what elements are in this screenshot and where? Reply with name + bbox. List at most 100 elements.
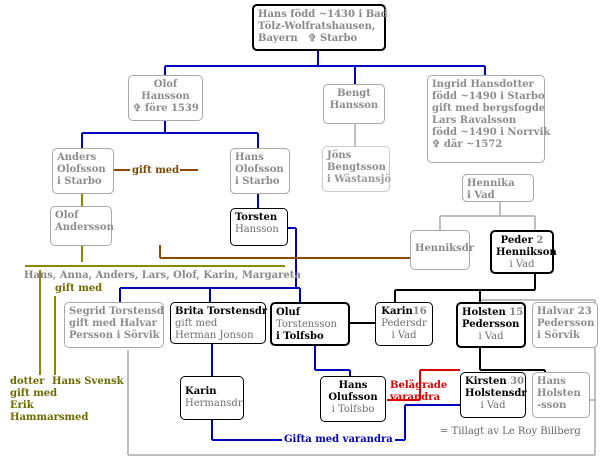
halvar-pedersson-box[interactable]: Halvar 23 Pedersson i Sörvik [532, 302, 598, 348]
peder-line3: i Vad [509, 259, 535, 270]
siblings-list: Hans, Anna, Anders, Lars, Olof, Karin, M… [24, 270, 301, 281]
hennika-line2: i Vad [467, 190, 495, 201]
dotter-line4: Hammarsmed [10, 412, 89, 423]
halvar23-line3: i Sörvik [537, 330, 580, 341]
ingrid-hansdotter-box[interactable]: Ingrid Hansdotter född ~1490 i Starbo gi… [427, 75, 551, 163]
anders-olofsson-box[interactable]: Anders Olofsson i Starbo [52, 148, 114, 194]
bengt-line2: Hansson [329, 100, 379, 111]
gift-med-label-2: gift med [55, 283, 103, 294]
karin16-line2: Pedersdr [381, 318, 427, 329]
kirsten30-number: 30 [510, 376, 525, 387]
dotter-line3: Erik [10, 400, 34, 411]
jons-line1: Jöns [327, 150, 352, 161]
kirsten30-line1: Kirsten [465, 376, 507, 387]
root-line1: Hans född ~1430 i Bad [258, 9, 388, 20]
peder-line2: Hennikson [496, 247, 557, 258]
dotter-line1: dotter [10, 376, 45, 387]
karin-pedersdr-box[interactable]: Karin16 Pedersdr i Vad [375, 302, 433, 346]
anders-line1: Anders [57, 152, 97, 163]
brita-line2: gift med [175, 318, 218, 329]
anders-line2: Olofsson [57, 164, 106, 175]
torsten-line1: Torsten [235, 212, 278, 223]
belagrade-line2: varandra [390, 392, 441, 403]
dotter-note: dotter gift med Erik Hammarsmed [10, 376, 88, 424]
olof-line2: Hansson [141, 91, 190, 102]
dotter-line2: gift med [10, 388, 58, 399]
hans2-line3: i Starbo [235, 176, 280, 187]
bengt-hansson-box[interactable]: Bengt Hansson [323, 84, 385, 124]
ingrid-line3: gift med bergsfogde [432, 103, 546, 114]
gift-med-label-1: gift med [132, 165, 180, 176]
halvar23-line1: Halvar [537, 306, 575, 317]
karinH-line2: Hermansdr [185, 398, 243, 409]
hansO-line2: Olufsson [328, 392, 378, 403]
ingrid-line6: ✞ där ~1572 [432, 139, 503, 150]
ingrid-line2: född ~1490 i Starbo [432, 91, 545, 102]
segrid-line1: Segrid Torstensd [69, 306, 164, 317]
kirsten30-line3: i Vad [480, 400, 506, 411]
olofA-line1: Olof [55, 210, 79, 221]
jons-line2: Bengtsson [327, 162, 386, 173]
root-line3: Bayern [258, 33, 298, 44]
brita-line3: Herman Jonson [175, 330, 254, 341]
hans-svensk-label: Hans Svensk [52, 376, 124, 387]
brita-line1: Brita Torstensdr [175, 306, 268, 317]
anders-line3: i Starbo [57, 176, 102, 187]
kirsten30-line2: Holstensdr [465, 388, 527, 399]
holsten15-line1: Holsten [462, 307, 506, 318]
tillagt-note: = Tillagt av Le Roy Billberg [440, 426, 581, 437]
karinH-line1: Karin [185, 386, 217, 397]
henniksdr-box[interactable]: Henniksdr [410, 230, 474, 270]
holsten15-line3: i Vad [478, 331, 504, 342]
hennika-line1: Hennika [467, 178, 515, 189]
hansH-line3: -sson [537, 400, 567, 411]
holsten15-line2: Pedersson [462, 319, 520, 330]
ingrid-line5: född ~1490 i Norrvik [432, 127, 551, 138]
torsten-hansson-box[interactable]: Torsten Hansson [230, 208, 288, 246]
torsten-line2: Hansson [235, 224, 279, 235]
belagrade-label: Belägrade varandra [390, 380, 447, 404]
peder-line1: Peder [500, 235, 533, 246]
jons-line3: i Wästansjö [327, 174, 392, 185]
olof-line3: ✞ före 1539 [133, 103, 199, 114]
segrid-torstensd-box[interactable]: Segrid Torstensd gift med Halvar Persson… [64, 302, 164, 348]
olof-line1: Olof [153, 79, 178, 90]
hans2-line2: Olofsson [235, 164, 284, 175]
ingrid-line1: Ingrid Hansdotter [432, 79, 534, 90]
hans-olofsson-starbo-box[interactable]: Hans Olofsson i Starbo [230, 148, 290, 194]
karin16-number: 16 [412, 306, 427, 317]
hansH-line1: Hans [537, 376, 566, 387]
kirsten-holstensdr-box[interactable]: Kirsten 30 Holstensdr i Vad [460, 372, 527, 418]
henniksdr-line1: Henniksdr [415, 243, 474, 254]
karin-hermansdr-box[interactable]: Karin Hermansdr [180, 376, 244, 420]
hans-olufsson-tolfsbo-box[interactable]: Hans Olufsson i Tolfsbo [320, 376, 386, 422]
halvar23-line2: Pedersson [537, 318, 595, 329]
jons-bengtsson-box[interactable]: Jöns Bengtsson i Wästansjö [322, 146, 392, 192]
hansO-line1: Hans [338, 380, 368, 391]
oluf-line2: Torstensson [276, 319, 337, 330]
segrid-line2: gift med Halvar [69, 318, 157, 329]
oluf-torstensson-box[interactable]: Oluf Torstensson i Tolfsbo [270, 302, 350, 346]
root-line3b: ✞ Starbo [308, 33, 358, 44]
root-person-box[interactable]: Hans född ~1430 i Bad Tölz-Wolfratshause… [252, 4, 388, 51]
segrid-line3: Persson i Sörvik [69, 330, 160, 341]
hennika-box[interactable]: Hennika i Vad [462, 174, 534, 202]
karin16-line3: i Vad [391, 330, 417, 341]
holsten15-number: 15 [509, 307, 524, 318]
peder-number: 2 [536, 235, 544, 246]
hans-holstensson-box[interactable]: Hans Holsten -sson [532, 372, 590, 418]
halvar23-number: 23 [577, 306, 592, 317]
peder-hennikson-box[interactable]: Peder 2 Hennikson i Vad [490, 230, 557, 274]
oluf-line1: Oluf [276, 307, 301, 318]
oluf-line3: i Tolfsbo [276, 331, 324, 342]
hansO-line3: i Tolfsbo [331, 404, 375, 415]
holsten-pedersson-box[interactable]: Holsten 15 Pedersson i Vad [456, 302, 526, 348]
brita-torstensdr-box[interactable]: Brita Torstensdr gift med Herman Jonson [170, 302, 268, 344]
ingrid-line4: Lars Ravalsson [432, 115, 517, 126]
hans2-line1: Hans [235, 152, 264, 163]
olofA-line2: Andersson [55, 222, 114, 233]
olof-andersson-box[interactable]: Olof Andersson [50, 206, 114, 246]
gifta-med-varandra-label: Gifta med varandra [282, 434, 395, 445]
olof-hansson-box[interactable]: Olof Hansson ✞ före 1539 [128, 75, 203, 121]
belagrade-line1: Belägrade [390, 380, 448, 391]
